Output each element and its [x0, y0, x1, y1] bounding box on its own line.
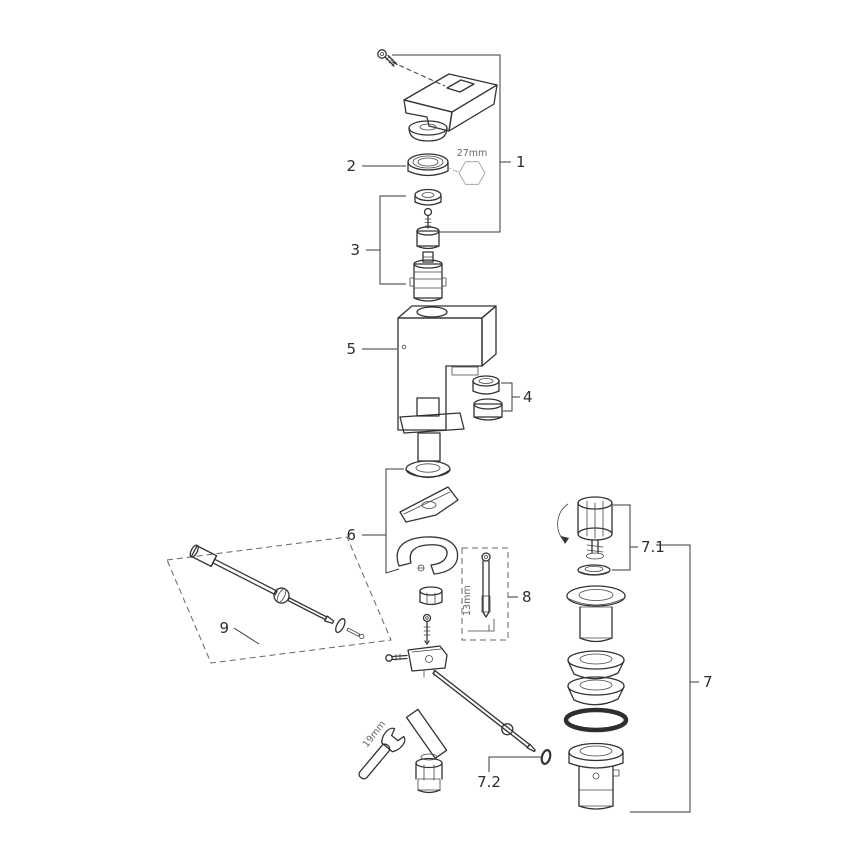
cap-ring — [407, 153, 449, 177]
supply-hose — [405, 708, 448, 761]
hose-connector-nut — [415, 757, 443, 794]
linkage-screw — [422, 613, 432, 645]
drain-lift-knob — [557, 496, 613, 560]
callout-8: 8 — [508, 588, 532, 606]
cartridge-spacer-ring — [414, 188, 442, 206]
drain-flange — [566, 585, 626, 643]
callout-7-1-label: 7.1 — [641, 538, 665, 556]
callout-3-label: 3 — [350, 241, 360, 259]
callout-4: 4 — [501, 382, 533, 412]
faucet-body — [397, 305, 497, 431]
fitting-screw — [385, 653, 408, 662]
cartridge-opening — [416, 306, 448, 318]
bolt-size-label: 13mm — [462, 585, 473, 616]
callout-7-1-bracket — [612, 504, 631, 571]
handle-dome-ring — [408, 120, 448, 142]
aerator-sleeve — [473, 398, 503, 421]
callout-2-label: 2 — [346, 157, 356, 175]
spout-aerator-seat — [451, 366, 479, 376]
callout-8-label: 8 — [522, 588, 532, 606]
wrench-icon — [358, 727, 406, 780]
callout-7-label: 7 — [703, 673, 713, 691]
annotation-19mm: 19mm — [358, 719, 406, 780]
drain-wedge-gaskets — [567, 650, 625, 706]
base-plate — [399, 412, 465, 434]
callout-4-label: 4 — [523, 388, 533, 406]
drain-body — [568, 742, 624, 810]
callout-3: 3 — [350, 195, 406, 285]
callout-6: 6 — [346, 468, 404, 574]
callout-7-bracket — [630, 544, 691, 813]
callout-6-label: 6 — [346, 526, 356, 544]
callout-9: 9 — [219, 619, 260, 645]
cartridge — [409, 251, 447, 302]
assembly-outline — [166, 536, 392, 664]
annotation-27mm: 27mm — [448, 148, 488, 185]
hex-key — [467, 618, 495, 632]
callout-2: 2 — [346, 157, 406, 175]
callout-6-bracket — [385, 468, 404, 574]
linkage-fitting — [407, 645, 448, 678]
callout-7-1: 7.1 — [612, 504, 665, 571]
horizontal-pull-rod — [432, 670, 536, 753]
small-o-ring — [540, 749, 552, 765]
callout-9-label: 9 — [219, 619, 229, 637]
rod-ball-joint — [273, 587, 290, 604]
rod-ball — [501, 723, 514, 736]
mounting-clamp — [396, 536, 459, 575]
kit-outline — [461, 547, 509, 641]
cartridge-screw — [423, 207, 433, 229]
callout-3-bracket — [379, 195, 406, 285]
pull-rod-assembly — [166, 536, 392, 664]
base-gasket — [405, 460, 451, 479]
lever-handle — [403, 73, 498, 132]
callout-1-label: 1 — [516, 153, 526, 171]
callout-7-2-label: 7.2 — [477, 773, 501, 791]
rod-shaft — [212, 558, 278, 596]
screw-axis-line — [391, 61, 446, 87]
callout-5-label: 5 — [346, 340, 356, 358]
hex-size-label: 27mm — [457, 148, 488, 159]
callout-1: 1 — [392, 54, 526, 233]
cartridge-nut — [416, 226, 440, 250]
callout-7-2-leader — [488, 756, 543, 772]
knob-washer — [577, 564, 611, 576]
mounting-wedge — [399, 486, 459, 523]
callout-7: 7 — [630, 544, 713, 813]
mousseur — [472, 375, 500, 395]
drain-o-ring — [563, 707, 629, 733]
callout-1-bracket — [392, 54, 501, 233]
fixing-bolt-kit: 13mm — [461, 547, 509, 641]
callout-9-leader — [233, 627, 260, 645]
callout-5: 5 — [346, 340, 397, 358]
threaded-shank — [399, 397, 465, 462]
handle-screw-hole — [446, 79, 475, 93]
hexagon-icon — [458, 161, 486, 185]
rod-ring — [335, 618, 346, 634]
callout-7-2: 7.2 — [477, 756, 543, 791]
rotate-arrow-icon — [557, 503, 569, 542]
mounting-nut — [419, 586, 443, 606]
